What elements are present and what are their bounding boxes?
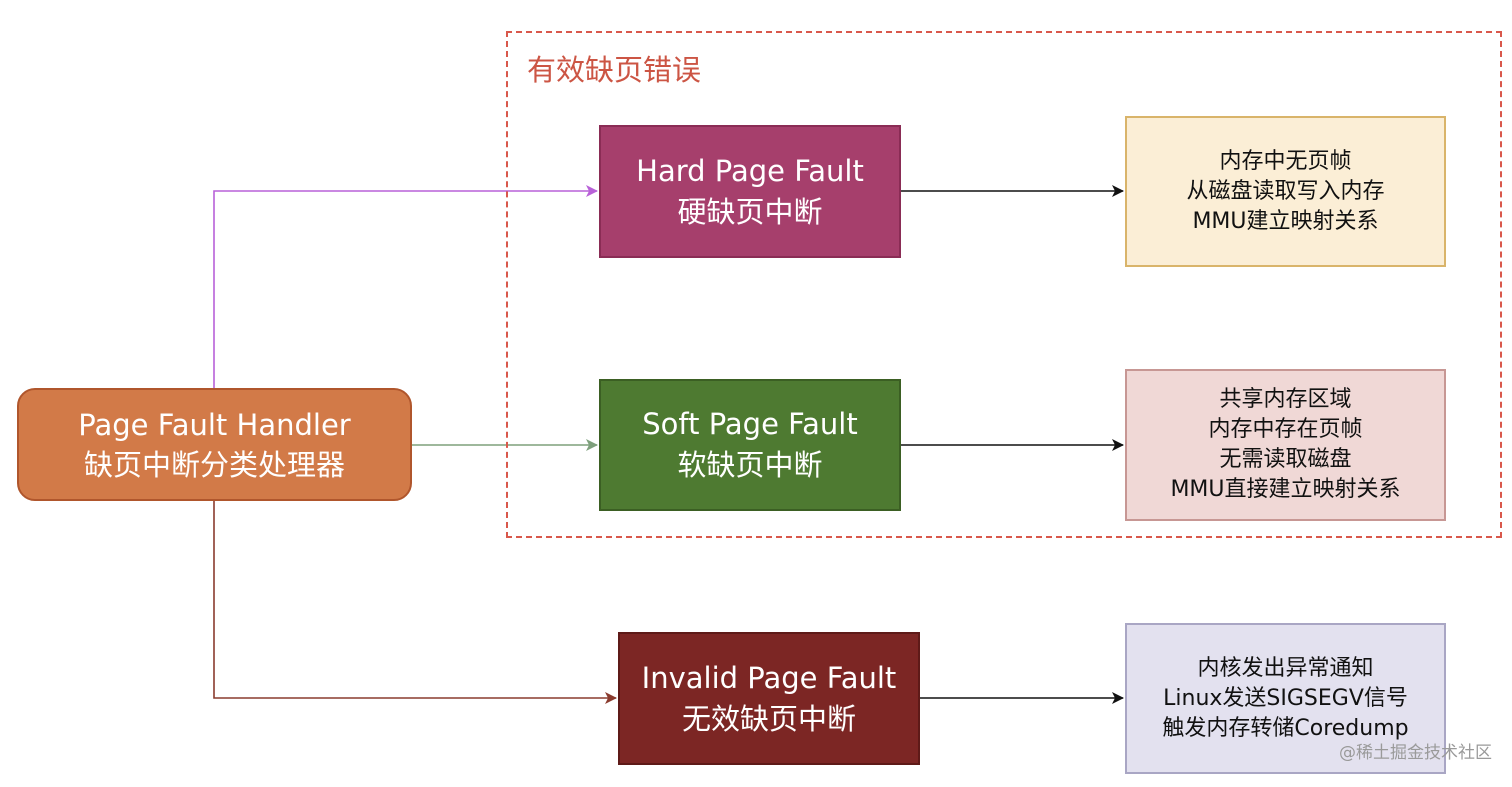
valid-fault-group-title: 有效缺页错误 (527, 53, 702, 87)
invalid-fault-description-node: 内核发出异常通知 Linux发送SIGSEGV信号 触发内存转储Coredump (1125, 623, 1446, 774)
hard-note-line: MMU建立映射关系 (1192, 208, 1379, 234)
hard-note-line: 内存中无页帧 (1219, 148, 1352, 174)
hard-fault-description-node: 内存中无页帧 从磁盘读取写入内存 MMU建立映射关系 (1125, 116, 1446, 267)
hard-note-line: 从磁盘读取写入内存 (1186, 178, 1385, 204)
invalid-note-line: 触发内存转储Coredump (1162, 715, 1409, 741)
hard-fault-label-zh: 硬缺页中断 (677, 194, 823, 229)
soft-fault-description-node: 共享内存区域 内存中存在页帧 无需读取磁盘 MMU直接建立映射关系 (1125, 369, 1446, 521)
soft-fault-label-zh: 软缺页中断 (677, 448, 823, 482)
soft-note-line: 内存中存在页帧 (1208, 417, 1363, 442)
edge-handler-to-invalid-fault (213, 501, 617, 704)
hard-fault-label-en: Hard Page Fault (636, 153, 864, 188)
soft-note-line: 共享内存区域 (1219, 387, 1352, 412)
handler-label-en: Page Fault Handler (78, 407, 351, 442)
page-fault-handler-node: Page Fault Handler 缺页中断分类处理器 (17, 388, 412, 501)
invalid-note-line: 内核发出异常通知 (1197, 655, 1374, 681)
soft-page-fault-node: Soft Page Fault 软缺页中断 (599, 379, 901, 511)
soft-note-line: MMU直接建立映射关系 (1170, 477, 1401, 502)
valid-fault-group-frame (506, 31, 1502, 538)
invalid-page-fault-node: Invalid Page Fault 无效缺页中断 (618, 632, 920, 765)
invalid-note-line: Linux发送SIGSEGV信号 (1163, 685, 1408, 711)
watermark: @稀土掘金技术社区 (1339, 743, 1492, 763)
invalid-fault-label-en: Invalid Page Fault (641, 660, 897, 695)
hard-page-fault-node: Hard Page Fault 硬缺页中断 (599, 125, 901, 258)
edge-handler-to-hard-fault (213, 185, 598, 388)
invalid-fault-label-zh: 无效缺页中断 (681, 701, 856, 736)
handler-label-zh: 缺页中断分类处理器 (83, 447, 345, 482)
soft-fault-label-en: Soft Page Fault (642, 407, 858, 441)
soft-note-line: 无需读取磁盘 (1219, 447, 1352, 472)
